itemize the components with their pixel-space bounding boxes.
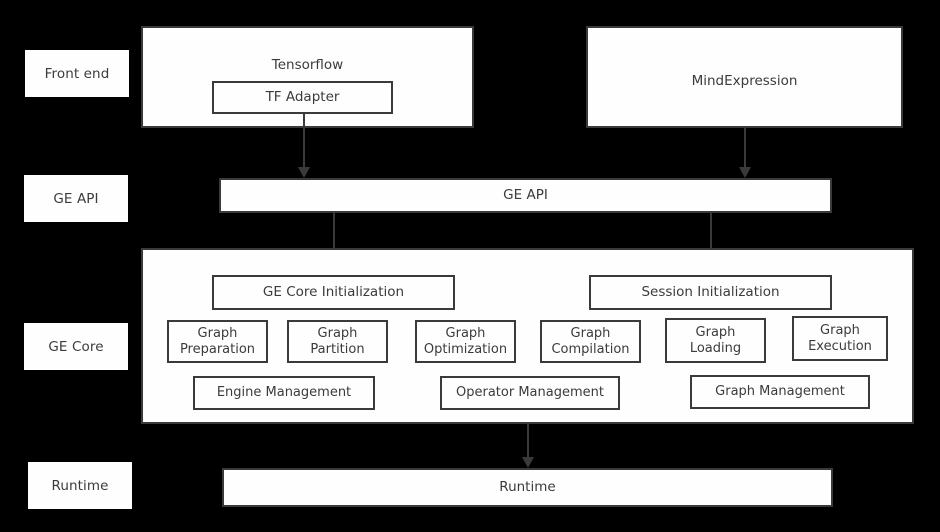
graph-compilation-box[interactable]: Graph Compilation xyxy=(540,320,641,363)
tensorflow-title: Tensorflow xyxy=(271,57,344,73)
graph-partition-box[interactable]: Graph Partition xyxy=(287,320,388,363)
engine-management-box[interactable]: Engine Management xyxy=(193,376,375,410)
tf-adapter-box[interactable]: TF Adapter xyxy=(212,81,393,114)
tier-label-ge-core: GE Core xyxy=(24,323,128,370)
mindexpression-title: MindExpression xyxy=(691,73,798,89)
graph-preparation-box[interactable]: Graph Preparation xyxy=(167,320,268,363)
runtime-bar[interactable]: Runtime xyxy=(222,468,833,507)
session-initialization-box[interactable]: Session Initialization xyxy=(589,275,832,310)
graph-optimization-box[interactable]: Graph Optimization xyxy=(415,320,516,363)
graph-loading-box[interactable]: Graph Loading xyxy=(665,318,766,363)
tier-label-ge-api: GE API xyxy=(24,175,128,222)
graph-management-box[interactable]: Graph Management xyxy=(690,375,870,409)
ge-api-bar[interactable]: GE API xyxy=(219,178,832,213)
mindexpression-container: MindExpression xyxy=(586,26,903,128)
tier-label-front-end: Front end xyxy=(25,50,129,97)
operator-management-box[interactable]: Operator Management xyxy=(440,376,620,410)
ge-core-initialization-box[interactable]: GE Core Initialization xyxy=(212,275,455,310)
tier-label-runtime: Runtime xyxy=(28,462,132,509)
graph-execution-box[interactable]: Graph Execution xyxy=(792,316,888,361)
